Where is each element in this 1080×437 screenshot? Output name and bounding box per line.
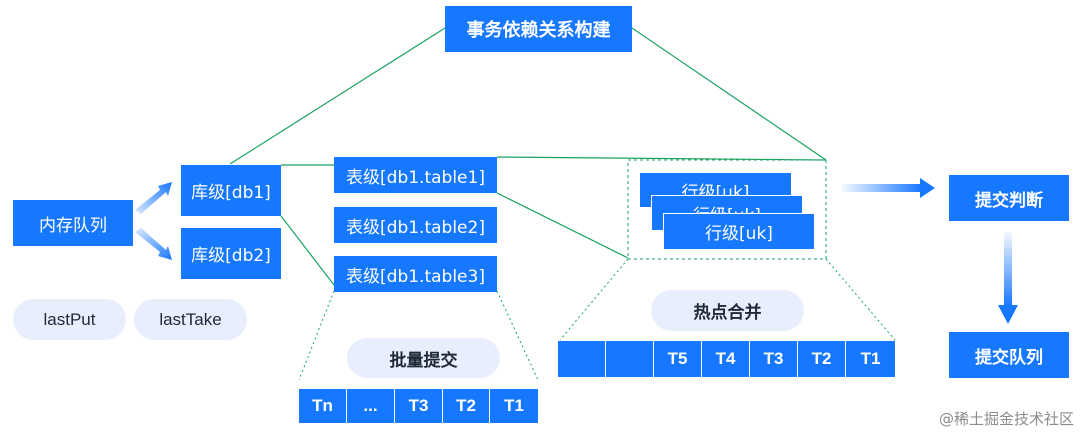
title-to-db1-line [229, 27, 446, 165]
arrow-to-commit-judge-head [920, 178, 935, 198]
title-to-row-line [631, 27, 827, 161]
table1-to-row-top-line [496, 156, 827, 161]
arrow-to-db2 [135, 228, 172, 260]
row-level-box-3: 行级[uk] [663, 213, 815, 250]
arrow-to-commit-judge-shaft [842, 184, 922, 192]
db1-to-table3-line [280, 215, 335, 286]
arrow-to-db1 [135, 182, 172, 214]
arrow-to-commit-queue-shaft [1004, 232, 1012, 307]
hotspot-cone-right [825, 258, 896, 341]
hotspot-cell [558, 341, 606, 377]
hotspot-cell [606, 341, 654, 377]
hotspot-cone-left [559, 258, 629, 341]
batch-cell: ... [347, 389, 395, 423]
title-box: 事务依赖关系构建 [445, 6, 632, 52]
hotspot-cell: T3 [750, 341, 798, 377]
hotspot-merge-pill: 热点合并 [651, 290, 804, 331]
batch-cell: Tn [299, 389, 347, 423]
commit-queue-box: 提交队列 [949, 332, 1069, 378]
last-put-pill: lastPut [13, 299, 126, 340]
hotspot-cell: T1 [846, 341, 895, 377]
watermark: @稀土掘金技术社区 [938, 410, 1074, 428]
db-level-box-db1: 库级[db1] [181, 165, 281, 216]
batch-cone-right [496, 290, 539, 381]
hotspot-cell: T5 [654, 341, 702, 377]
row-group-frame [627, 159, 827, 260]
hotspot-cell: T2 [798, 341, 846, 377]
batch-cone-left [298, 290, 335, 381]
commit-judge-box: 提交判断 [949, 175, 1069, 221]
table-level-box-table1: 表级[db1.table1] [334, 157, 497, 193]
arrow-to-commit-queue-head [998, 305, 1018, 324]
table1-to-row-bottom-line [496, 192, 629, 259]
table-level-box-table3: 表级[db1.table3] [334, 256, 497, 292]
batch-cell: T2 [443, 389, 490, 423]
hotspot-cell: T4 [702, 341, 750, 377]
db-level-box-db2: 库级[db2] [181, 228, 281, 279]
memory-queue-box: 内存队列 [13, 200, 133, 246]
batch-cell: T1 [490, 389, 538, 423]
batch-commit-pill: 批量提交 [347, 338, 500, 378]
last-take-pill: lastTake [134, 299, 247, 340]
batch-cell: T3 [395, 389, 443, 423]
table-level-box-table2: 表级[db1.table2] [334, 207, 497, 243]
